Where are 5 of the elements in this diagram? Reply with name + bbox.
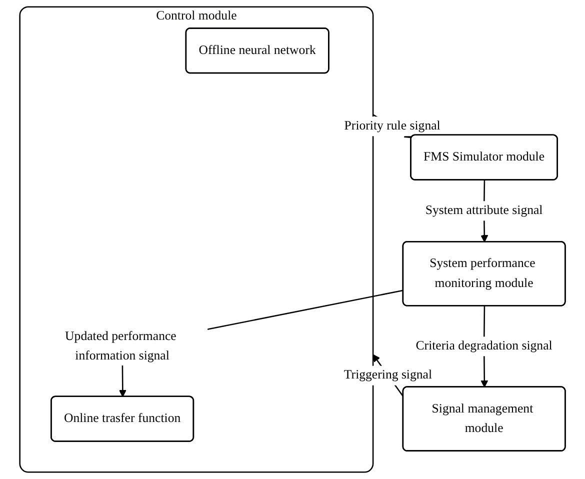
edge-label: Priority rule signal — [344, 119, 440, 133]
edge-label: Criteria degradation signal — [416, 339, 552, 353]
edge-label: System attribute signal — [425, 204, 543, 218]
edge-label: Updated performance information signal — [65, 330, 176, 362]
edge-label: Triggering signal — [344, 368, 432, 382]
